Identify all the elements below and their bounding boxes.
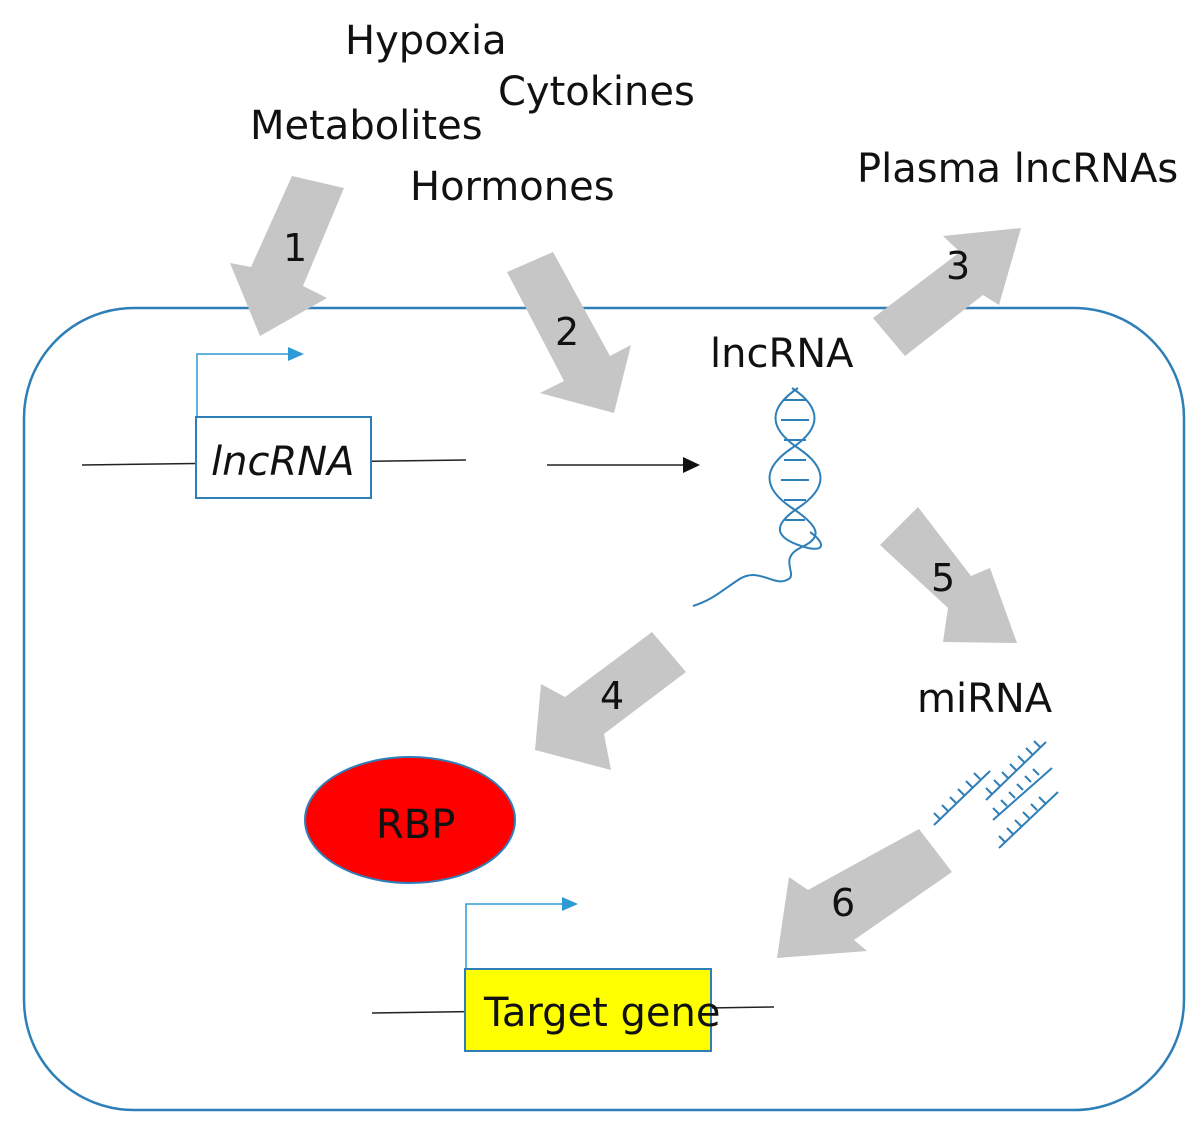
rbp-ellipse — [304, 756, 516, 884]
arrow-step-6 — [777, 829, 952, 958]
rbp-label: RBP — [376, 802, 455, 848]
target-gene-label: Target gene — [483, 990, 720, 1036]
step-label-6: 6 — [831, 881, 855, 925]
promoter-arrow — [196, 353, 288, 417]
lncrna-molecule-label: lncRNA — [710, 331, 854, 377]
target-promoter-arrowhead — [562, 897, 578, 911]
plasma-lncrnas-label: Plasma lncRNAs — [857, 146, 1178, 192]
stimulus-metabolites: Metabolites — [250, 103, 483, 149]
stimulus-hormones: Hormones — [410, 164, 615, 210]
step-label-1: 1 — [283, 226, 307, 270]
stimulus-cytokines: Cytokines — [498, 69, 695, 115]
arrow-step-1 — [230, 176, 344, 336]
promoter-arrowhead — [288, 347, 304, 361]
step-label-2: 2 — [555, 310, 579, 354]
step-label-5: 5 — [931, 556, 955, 600]
stimulus-hypoxia: Hypoxia — [345, 18, 507, 64]
target-gene-box — [464, 968, 712, 1052]
transcription-arrowhead — [683, 457, 700, 473]
mirna-label: miRNA — [917, 676, 1053, 722]
cell-outline — [22, 306, 1186, 1112]
arrow-step-4 — [535, 632, 686, 770]
mirna-strands-icon — [933, 740, 1059, 849]
lncrna-gene-label: lncRNA — [211, 439, 355, 485]
target-promoter-arrow — [465, 903, 562, 969]
arrow-step-5 — [880, 507, 1017, 643]
step-label-4: 4 — [600, 674, 624, 718]
arrow-step-3 — [873, 228, 1021, 356]
lncrna-gene-box — [195, 416, 372, 499]
lncrna-helix-icon — [692, 387, 822, 607]
arrow-step-2 — [507, 252, 631, 413]
step-label-3: 3 — [946, 244, 970, 288]
